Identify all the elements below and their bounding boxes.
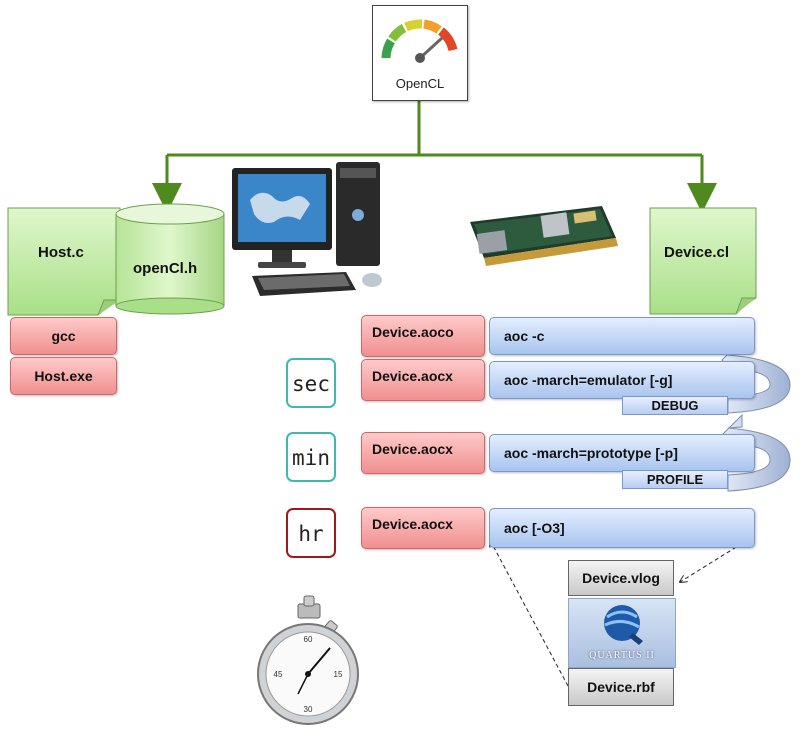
debug-tag: DEBUG: [622, 396, 728, 415]
device-source-label: Device.cl: [664, 244, 730, 261]
command-o3-box: aoc [-O3]: [489, 508, 755, 548]
tree-connector: [152, 100, 717, 213]
fpga-board-icon: [470, 206, 618, 266]
host-source-label: Host.c: [38, 244, 84, 261]
command-prototype-box: aoc -march=prototype [-p]: [489, 434, 755, 472]
quartus-globe-icon: [604, 605, 643, 645]
header-file-label: openCl.h: [133, 260, 198, 277]
command-aoc-c-box: aoc -c: [489, 317, 755, 355]
time-sec-badge: sec: [286, 358, 336, 408]
svg-text:15: 15: [334, 670, 343, 679]
profile-tag: PROFILE: [622, 470, 728, 489]
artifact-aocx-emulator-box: Device.aocx: [361, 359, 485, 401]
gcc-box: gcc: [10, 317, 117, 355]
opencl-gauge-icon: [381, 19, 458, 63]
dashed-arrow-from-rbf: [490, 540, 569, 687]
time-min-badge: min: [286, 432, 336, 482]
rbf-file-box: Device.rbf: [568, 668, 674, 706]
time-hr-badge: hr: [286, 508, 336, 558]
svg-text:45: 45: [274, 670, 283, 679]
command-emulator-box: aoc -march=emulator [-g]: [489, 361, 755, 399]
desktop-computer-icon: [232, 162, 382, 296]
opencl-logo: OpenCL: [372, 5, 468, 101]
host-exe-box: Host.exe: [10, 357, 117, 395]
opencl-logo-label: OpenCL: [395, 76, 445, 91]
header-cylinder: [115, 203, 225, 315]
device-source-doc: [649, 207, 757, 315]
svg-text:30: 30: [304, 705, 313, 714]
artifact-aocx-prototype-box: Device.aocx: [361, 432, 485, 474]
quartus-logo: QUARTUS II: [568, 598, 676, 668]
vlog-file-box: Device.vlog: [568, 560, 674, 596]
artifact-aoco-box: Device.aoco: [361, 315, 485, 357]
host-source-doc: [7, 207, 121, 316]
stopwatch-icon: 60 15 30 45: [257, 595, 359, 725]
artifact-aocx-final-box: Device.aocx: [361, 507, 485, 549]
svg-text:60: 60: [304, 635, 313, 644]
quartus-label: QUARTUS II: [589, 650, 655, 661]
